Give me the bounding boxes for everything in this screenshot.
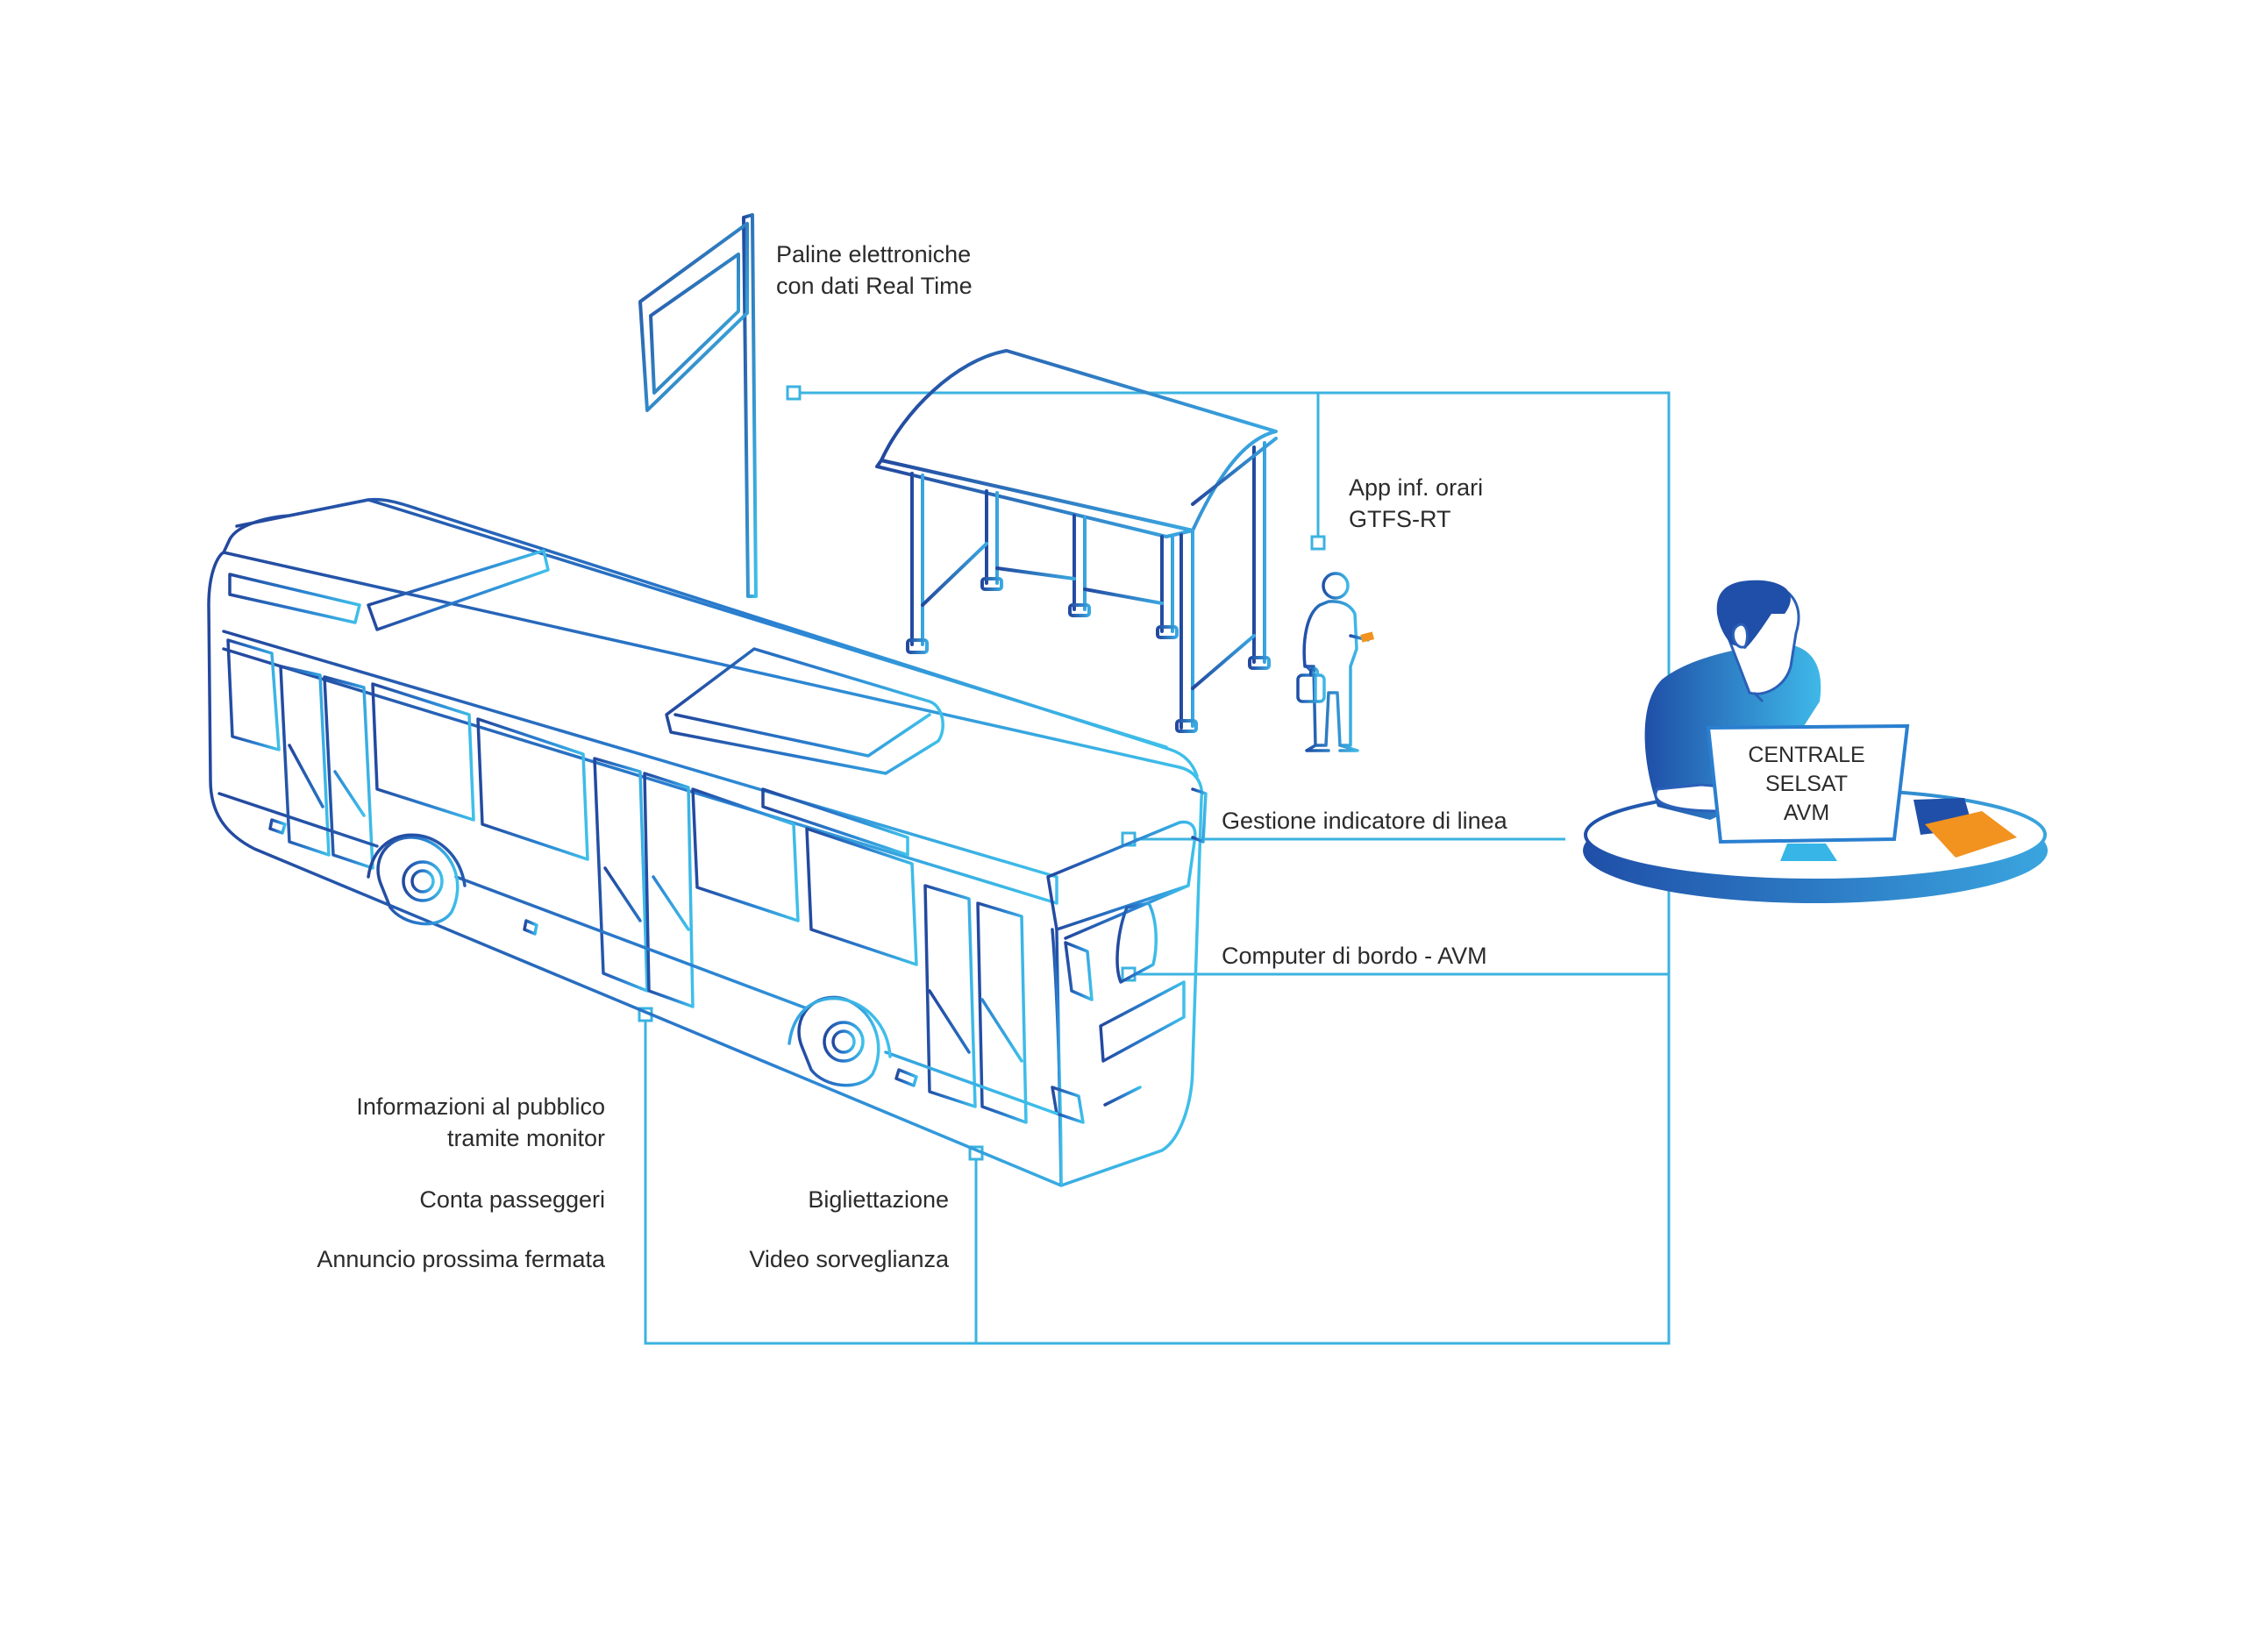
network-main-line bbox=[644, 391, 1671, 1345]
node-paline bbox=[786, 385, 802, 401]
node-app bbox=[1310, 535, 1326, 551]
label-computer-text: Computer di bordo - AVM bbox=[1222, 943, 1487, 969]
central-screen-line3: AVM bbox=[1783, 801, 1830, 825]
label-paline: Paline elettroniche con dati Real Time bbox=[776, 239, 973, 302]
label-informazioni: Informazioni al pubblico tramite monitor bbox=[356, 1091, 605, 1154]
label-conta-text: Conta passeggeri bbox=[419, 1186, 605, 1213]
label-video: Video sorveglianza bbox=[749, 1243, 949, 1275]
label-bigliettazione-text: Bigliettazione bbox=[808, 1186, 949, 1213]
label-informazioni-line2: tramite monitor bbox=[446, 1125, 605, 1151]
label-gestione-text: Gestione indicatore di linea bbox=[1222, 808, 1507, 834]
label-computer: Computer di bordo - AVM bbox=[1222, 940, 1487, 972]
central-monitor bbox=[1706, 723, 1910, 844]
phone-icon bbox=[1360, 631, 1375, 643]
label-app-line1: App inf. orari bbox=[1349, 474, 1484, 501]
city-bus bbox=[207, 497, 1208, 1187]
label-gestione: Gestione indicatore di linea bbox=[1222, 805, 1507, 837]
bus-shelter bbox=[875, 349, 1278, 733]
central-screen-line2: SELSAT bbox=[1764, 772, 1849, 796]
document-orange bbox=[1925, 811, 2017, 858]
label-informazioni-line1: Informazioni al pubblico bbox=[356, 1093, 605, 1120]
label-video-text: Video sorveglianza bbox=[749, 1246, 949, 1272]
monitor-stand bbox=[1780, 844, 1837, 861]
central-screen-text: CENTRALE SELSAT AVM bbox=[1714, 741, 1899, 828]
label-conta: Conta passeggeri bbox=[419, 1184, 605, 1215]
label-paline-line1: Paline elettroniche bbox=[776, 241, 972, 267]
label-annuncio-text: Annuncio prossima fermata bbox=[317, 1246, 605, 1272]
passenger-figure bbox=[1296, 572, 1370, 752]
operator-desk bbox=[1583, 580, 2048, 903]
label-app: App inf. orari GTFS-RT bbox=[1349, 472, 1483, 535]
central-screen-line1: CENTRALE bbox=[1748, 743, 1865, 767]
label-annuncio: Annuncio prossima fermata bbox=[317, 1243, 605, 1275]
label-bigliettazione: Bigliettazione bbox=[808, 1184, 949, 1215]
label-app-line2: GTFS-RT bbox=[1349, 506, 1451, 532]
label-paline-line2: con dati Real Time bbox=[776, 273, 973, 299]
electronic-stop-sign bbox=[638, 213, 758, 598]
